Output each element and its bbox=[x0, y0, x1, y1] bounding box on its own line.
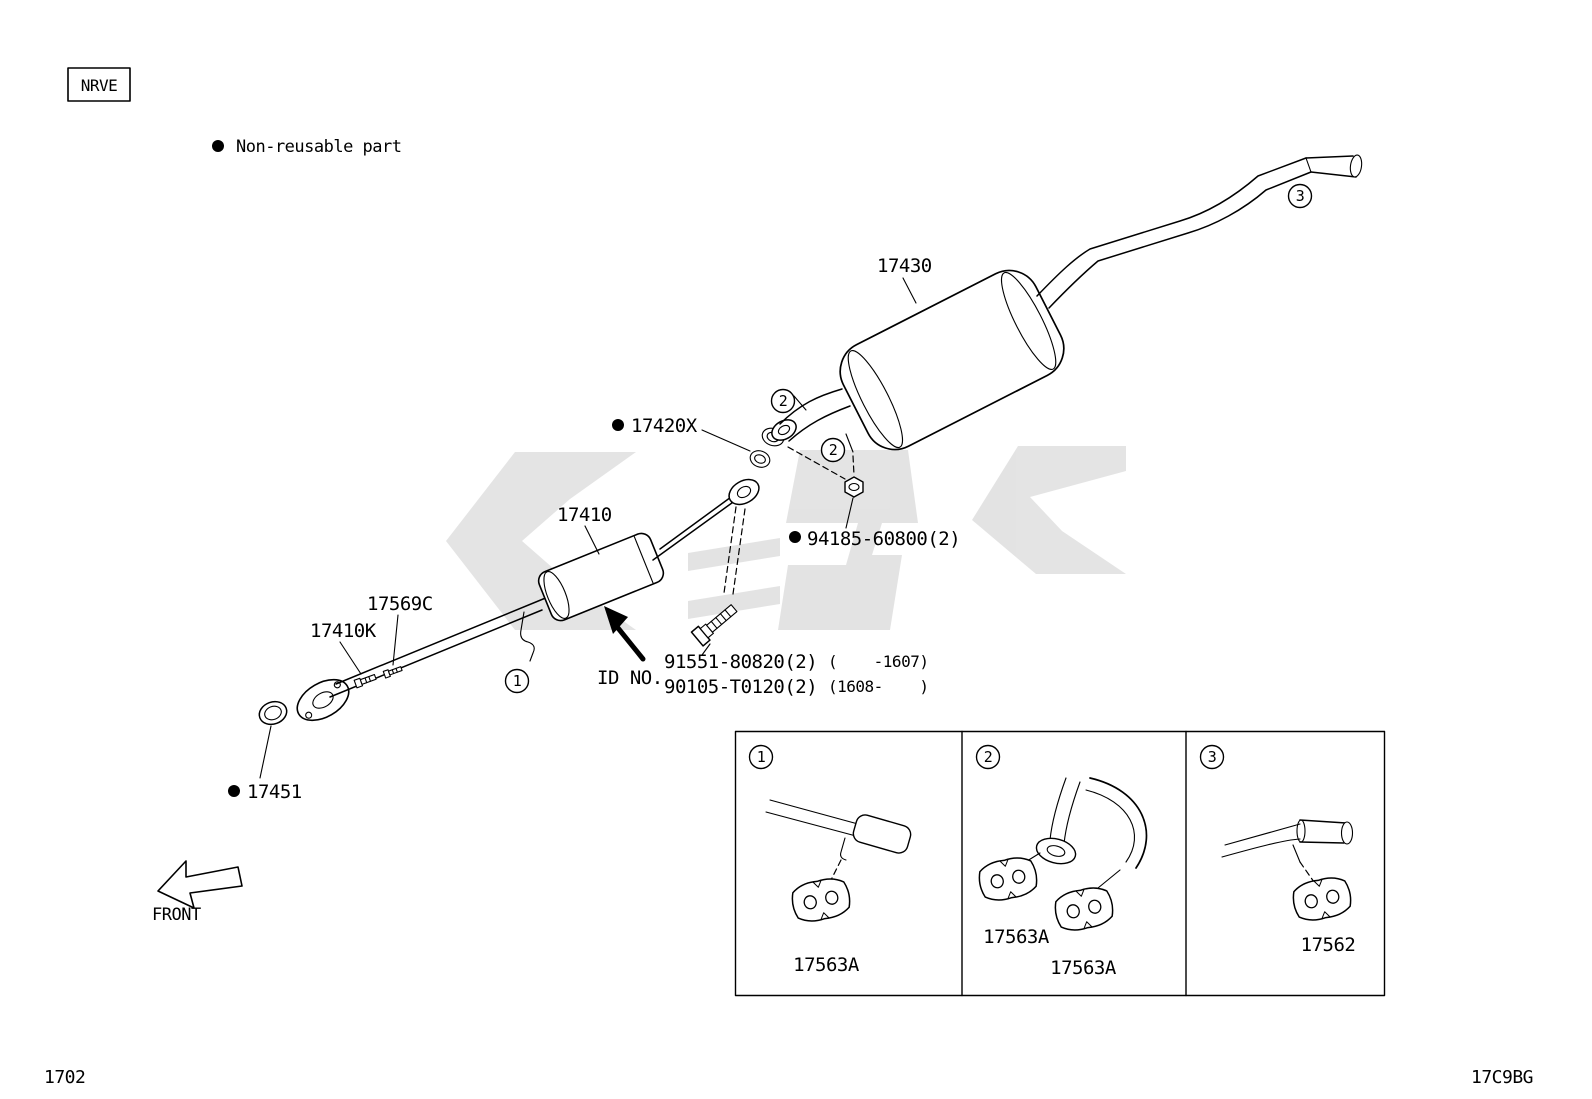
dashed-pin-to-nut bbox=[852, 455, 855, 476]
callout-2b-circle bbox=[820, 437, 846, 463]
watermark bbox=[446, 446, 1126, 630]
rubber-hanger-icon bbox=[975, 853, 1041, 905]
part-label-17562: 17562 bbox=[1301, 934, 1356, 956]
id-no-label: ID NO. bbox=[597, 667, 663, 689]
leader-17410k bbox=[339, 641, 362, 675]
muffler-inlet-flange-drawing bbox=[771, 419, 797, 441]
part-label-94185: 94185-60800(2) bbox=[807, 528, 960, 550]
callout-1-circle bbox=[504, 668, 530, 694]
non-reusable-dot-icon bbox=[228, 785, 240, 797]
leader-94185 bbox=[845, 497, 854, 529]
detail-1-pipe-drawing bbox=[765, 799, 912, 885]
callout-2-circle bbox=[770, 388, 796, 414]
callout-3-circle bbox=[1287, 183, 1313, 209]
muffler-inlet-pipe-drawing bbox=[779, 388, 851, 442]
part-label-17563a-box2b: 17563A bbox=[1050, 957, 1117, 979]
hanger-pin-a bbox=[793, 395, 807, 411]
callout-1-number: 1 bbox=[513, 672, 522, 690]
rubber-hanger-icon bbox=[788, 874, 854, 926]
tail-pipe-drawing bbox=[1036, 154, 1363, 309]
detail-callout-1-number: 1 bbox=[757, 748, 766, 766]
part-label-90105: 90105-T0120(2) bbox=[664, 676, 817, 698]
diagram-labels: NRVE Non-reusable part 17430 17420X 1741… bbox=[44, 76, 1534, 1088]
detail-callout-2-number: 2 bbox=[984, 748, 993, 766]
detail-callout-3-number: 3 bbox=[1208, 748, 1217, 766]
dashed-flange-to-bolt bbox=[732, 508, 746, 595]
leader-17430 bbox=[902, 277, 917, 304]
hanger-pin-b bbox=[845, 433, 854, 453]
callout-2b-number: 2 bbox=[829, 441, 838, 459]
model-code-label: NRVE bbox=[81, 76, 118, 95]
detail-callout-3-circle bbox=[1199, 744, 1225, 770]
part-label-17569c: 17569C bbox=[367, 593, 433, 615]
part-label-17420x: 17420X bbox=[631, 415, 698, 437]
bolt-91551-drawing bbox=[690, 604, 738, 647]
front-flange-drawing bbox=[296, 678, 350, 722]
mid-flange-drawing bbox=[728, 478, 760, 506]
rubber-hanger-icon bbox=[1289, 873, 1355, 925]
bolt-17569c-drawing bbox=[382, 666, 403, 679]
leader-17420x bbox=[701, 429, 751, 452]
mid-pipe-drawing bbox=[652, 488, 743, 561]
non-reusable-dot-icon bbox=[612, 419, 624, 431]
nut-94185-drawing bbox=[844, 476, 864, 498]
resonator-drawing bbox=[537, 532, 665, 622]
model-code-box bbox=[67, 67, 131, 102]
leader-17569c bbox=[392, 614, 399, 666]
pipe-hanger-hook-drawing bbox=[520, 611, 535, 662]
part-label-17563a-box1: 17563A bbox=[793, 954, 860, 976]
dashed-gasket-to-nut bbox=[787, 446, 846, 480]
part-label-91551: 91551-80820(2) bbox=[664, 651, 817, 673]
front-label: FRONT bbox=[152, 905, 201, 925]
leader-91551 bbox=[701, 643, 711, 656]
leader-17451 bbox=[259, 725, 272, 779]
page-code: 1702 bbox=[44, 1067, 85, 1088]
detail-callout-1-circle bbox=[748, 744, 774, 770]
part-label-17430: 17430 bbox=[877, 255, 932, 277]
part-label-17451: 17451 bbox=[247, 781, 302, 803]
dashed-flange-to-bolt bbox=[723, 506, 737, 594]
front-arrow-icon bbox=[157, 860, 243, 909]
part-label-90105-range: (1608- ) bbox=[828, 677, 928, 696]
callout-2-number: 2 bbox=[779, 392, 788, 410]
bolt-17410k-drawing bbox=[353, 673, 377, 689]
callout-3-number: 3 bbox=[1296, 187, 1305, 205]
figure-code: 17C9BG bbox=[1471, 1067, 1533, 1088]
non-reusable-dot-icon bbox=[789, 531, 801, 543]
gasket-17451-drawing bbox=[258, 700, 288, 726]
part-label-17563a-box2a: 17563A bbox=[983, 926, 1050, 948]
detail-callout-2-circle bbox=[975, 744, 1001, 770]
non-reusable-dot-icon bbox=[212, 140, 224, 152]
id-no-arrow bbox=[604, 606, 646, 662]
part-label-17410k: 17410K bbox=[310, 620, 377, 642]
rubber-hanger-icon bbox=[1051, 883, 1117, 935]
diagram-artwork bbox=[67, 67, 1386, 997]
leader-17410 bbox=[584, 525, 600, 555]
legend-label: Non-reusable part bbox=[236, 137, 402, 157]
part-label-17410: 17410 bbox=[557, 504, 612, 526]
detail-table-border bbox=[734, 730, 1386, 997]
detail-3-tailpipe-drawing bbox=[1221, 819, 1354, 883]
muffler-body-drawing bbox=[839, 269, 1065, 451]
part-label-91551-range: ( -1607) bbox=[828, 652, 928, 671]
